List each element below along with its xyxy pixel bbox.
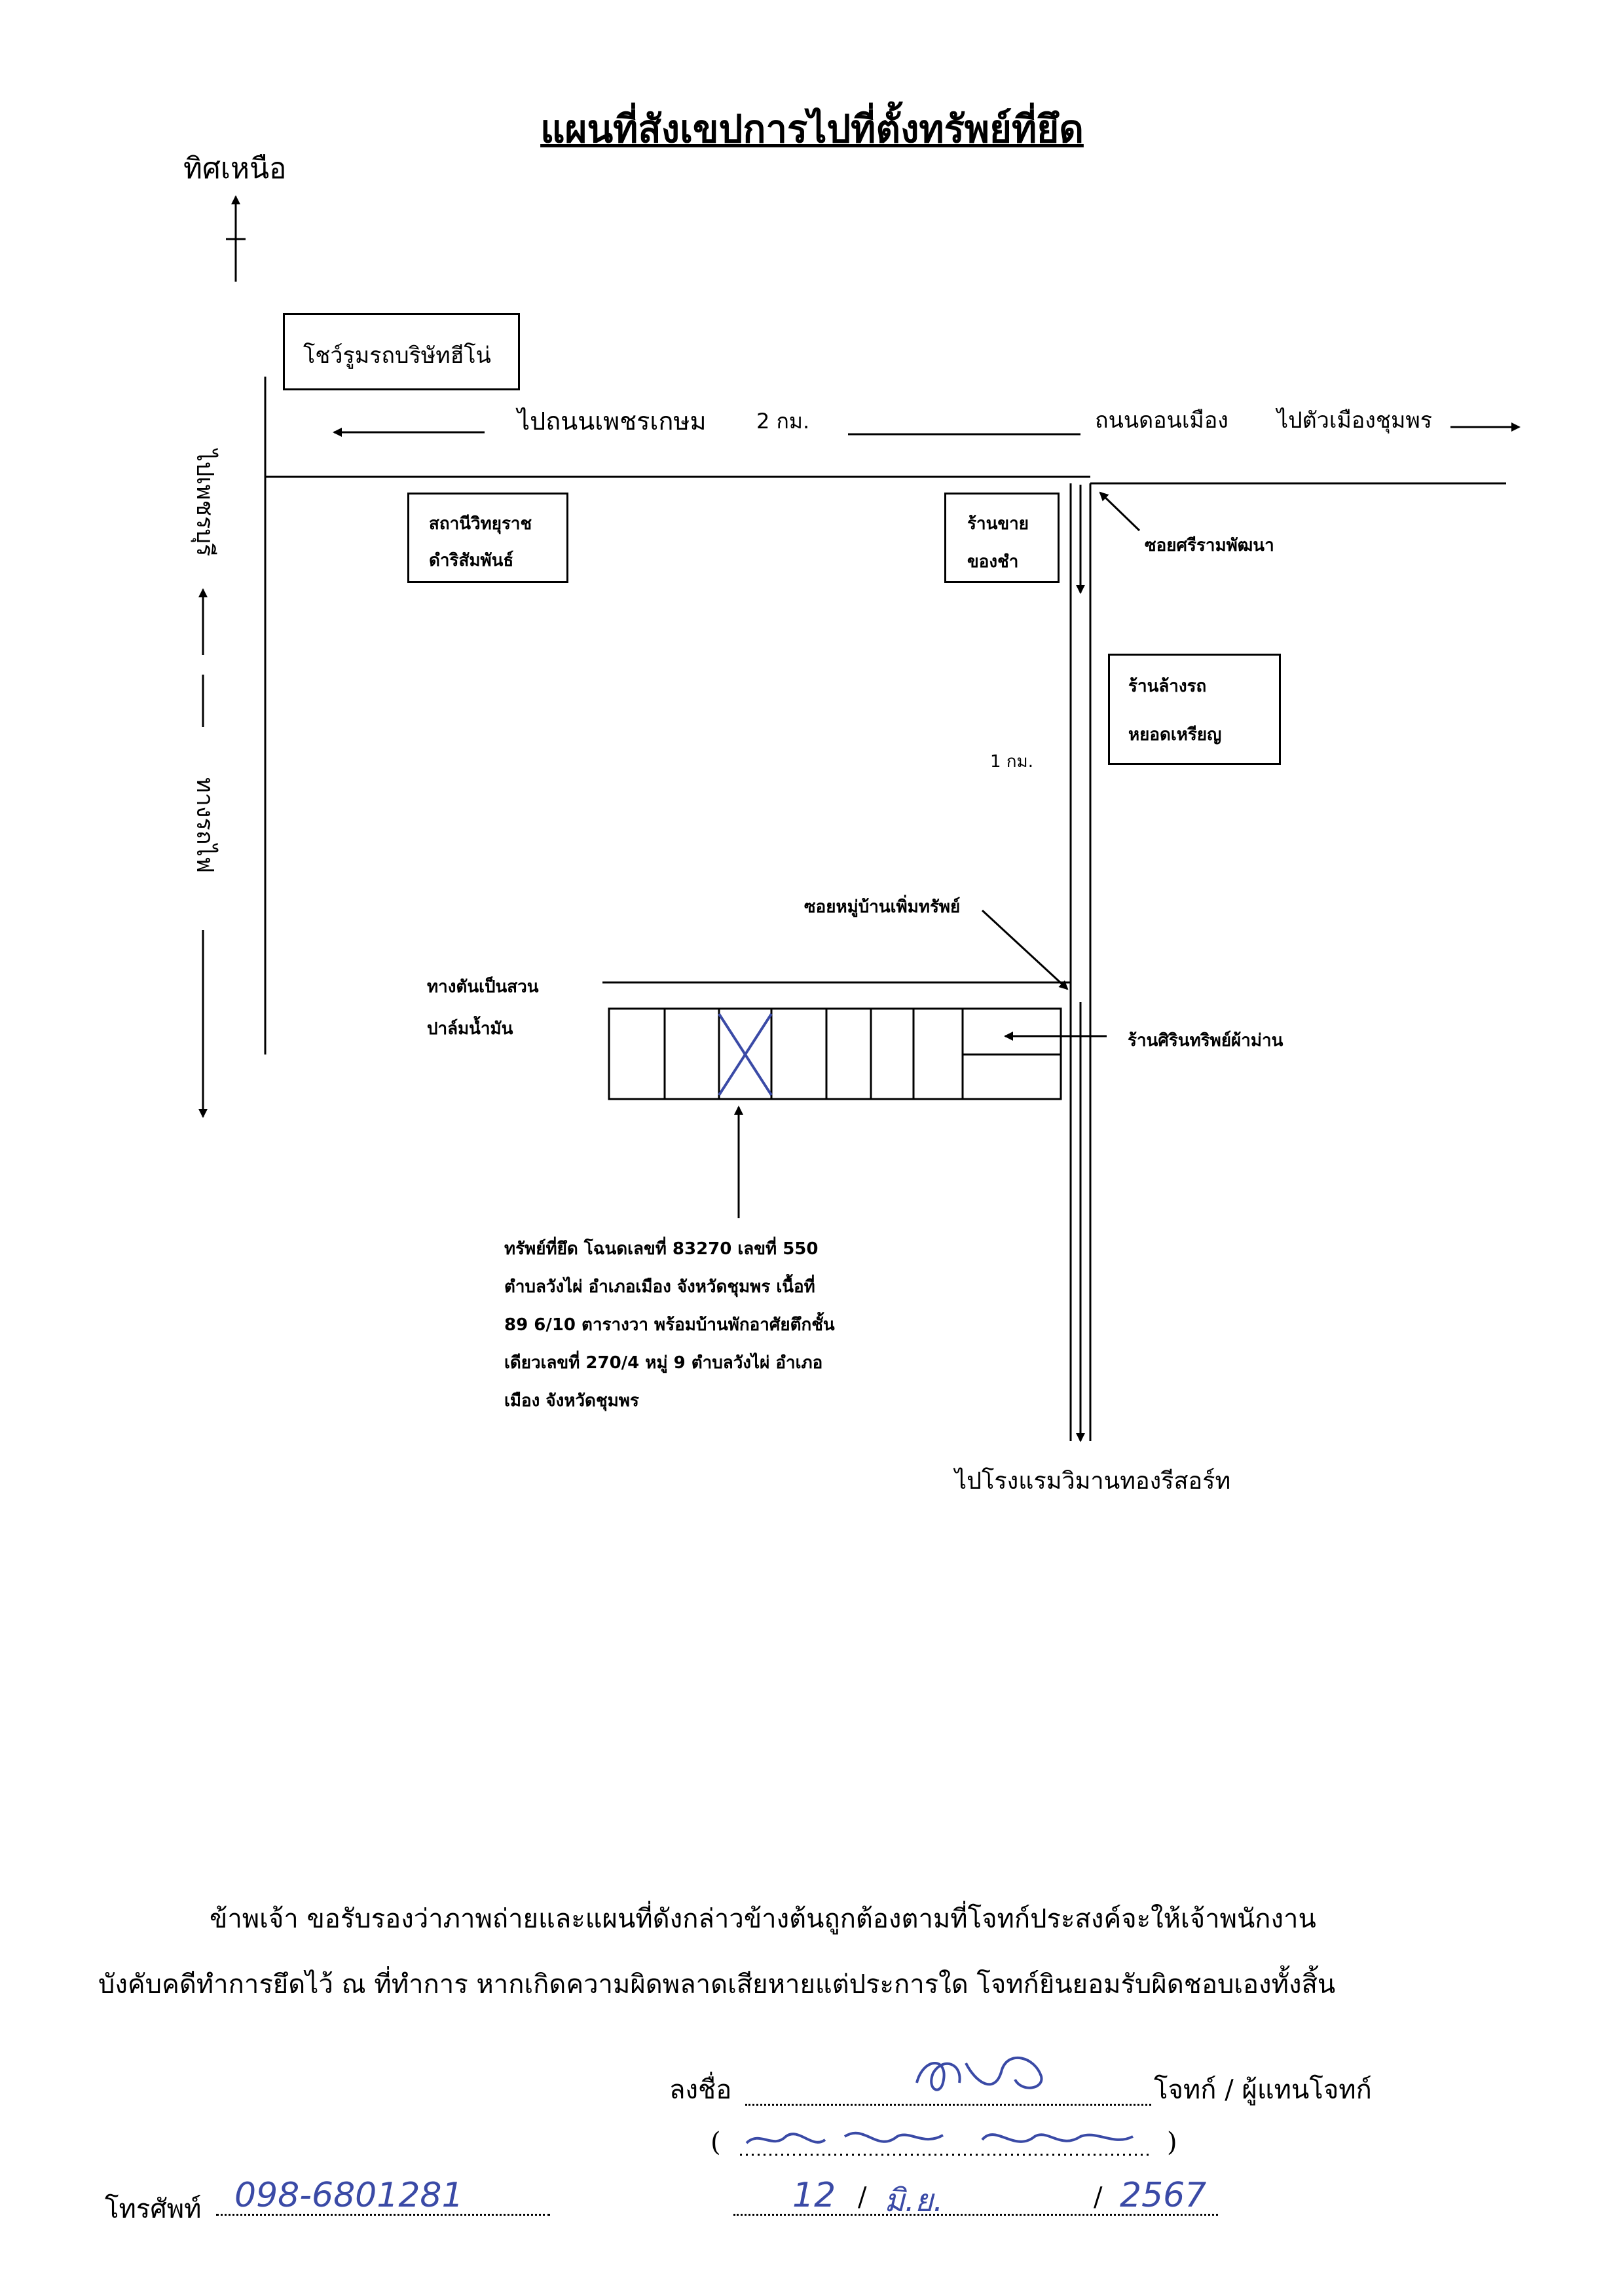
seized-property-marker-icon: [718, 1013, 773, 1096]
label-to-phetkasem: ไปถนนเพชรเกษม: [517, 407, 707, 436]
label-don-mueang-road: ถนนดอนเมือง: [1095, 407, 1228, 434]
phone-value: 098-6801281: [234, 2176, 464, 2215]
date-field: 12 / มิ.ย. / 2567: [733, 2173, 1218, 2219]
box-car-wash: ร้านล้างรถ หยอดเหรียญ: [1108, 654, 1281, 765]
printed-name-close: ): [1167, 2127, 1177, 2157]
property-desc-line: ตำบลวังไผ่ อำเภอเมือง จังหวัดชุมพร เนื้อ…: [504, 1277, 815, 1297]
date-sep-1: /: [858, 2182, 867, 2212]
box-showroom: โชว์รูมรถบริษัทฮีโน่: [283, 313, 520, 390]
property-desc-line: เดียวเลขที่ 270/4 หมู่ 9 ตำบลวังไผ่ อำเภ…: [504, 1353, 823, 1373]
date-year: 2567: [1120, 2176, 1207, 2215]
property-desc-line: 89 6/10 ตารางวา พร้อมบ้านพักอาศัยตึกชั้น: [504, 1315, 835, 1335]
signer-role: โจทก์ / ผู้แทนโจทก์: [1154, 2075, 1372, 2105]
property-desc-line: ทรัพย์ที่ยึด โฉนดเลขที่ 83270 เลขที่ 550: [504, 1239, 819, 1259]
signature-image: [915, 2057, 1043, 2091]
label-dead-end-2: ปาล์มน้ำมัน: [427, 1019, 513, 1039]
label-vertical-top: ไปเพชรบุรี: [191, 449, 218, 557]
sign-label: ลงชื่อ: [669, 2075, 732, 2105]
label-soi-siram: ซอยศรีรามพัฒนา: [1145, 536, 1274, 555]
phone-field: 098-6801281: [216, 2173, 550, 2216]
north-label: ทิศเหนือ: [183, 152, 287, 185]
box-grocery: ร้านขาย ของชำ: [944, 493, 1060, 583]
date-month: มิ.ย.: [884, 2182, 944, 2219]
carwash-label-2: หยอดเหรียญ: [1128, 725, 1222, 745]
signature-line: [745, 2096, 1151, 2108]
handwritten-name-image: [740, 2131, 1153, 2156]
printed-name-open: (: [710, 2127, 721, 2157]
showroom-label: โชว์รูมรถบริษัทฮีโน่: [303, 343, 491, 369]
phone-label: โทรศัพท์: [105, 2194, 202, 2224]
label-to-chumphon: ไปตัวเมืองชุมพร: [1277, 407, 1433, 434]
property-desc-line: เมือง จังหวัดชุมพร: [504, 1391, 639, 1411]
certification-line-2: บังคับคดีทำการยึดไว้ ณ ที่ทำการ หากเกิดค…: [98, 1969, 1336, 2000]
radio-label-2: ดำริสัมพันธ์: [429, 551, 514, 570]
carwash-label-1: ร้านล้างรถ: [1128, 677, 1207, 696]
grocery-label-1: ร้านขาย: [967, 514, 1029, 534]
grocery-label-2: ของชำ: [967, 552, 1019, 572]
date-day: 12: [792, 2176, 836, 2215]
label-distance-1km: 1 กม.: [990, 752, 1033, 772]
label-soi-village: ซอยหมู่บ้านเพิ่มทรัพย์: [804, 897, 961, 917]
label-dead-end-1: ทางตันเป็นสวน: [427, 977, 539, 997]
label-vertical-bottom: ทางรถไฟ: [191, 777, 218, 874]
label-to-hotel: ไปโรงแรมวิมานทองรีสอร์ท: [955, 1468, 1231, 1495]
property-description: ทรัพย์ที่ยึด โฉนดเลขที่ 83270 เลขที่ 550…: [504, 1230, 835, 1420]
document-title: แผนที่สังเขปการไปที่ตั้งทรัพย์ที่ยึด: [540, 107, 1084, 151]
radio-label-1: สถานีวิทยุราช: [429, 514, 532, 534]
certification-line-1: ข้าพเจ้า ขอรับรองว่าภาพถ่ายและแผนที่ดังก…: [210, 1904, 1316, 1934]
label-distance-2km: 2 กม.: [756, 409, 810, 434]
date-sep-2: /: [1094, 2182, 1103, 2212]
label-sirin-shop: ร้านศิรินทริพย์ผ้าม่าน: [1128, 1031, 1283, 1051]
box-radio-station: สถานีวิทยุราช ดำริสัมพันธ์: [407, 493, 568, 583]
